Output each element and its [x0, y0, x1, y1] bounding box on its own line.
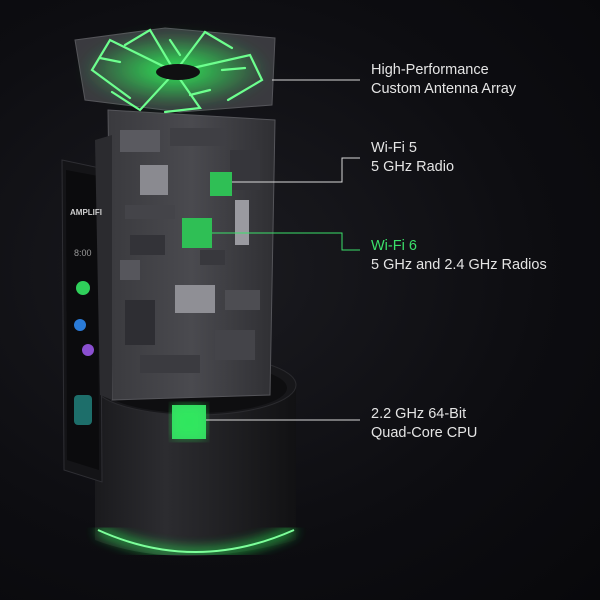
callout-line1: High-Performance [371, 62, 489, 78]
callout-line2: 5 GHz Radio [371, 159, 455, 175]
callout-wifi5: Wi-Fi 5 5 GHz Radio [371, 139, 454, 177]
brand-label: AMPLIFI [70, 208, 102, 217]
callout-line2: Custom Antenna Array [371, 81, 517, 97]
purple-status-icon [82, 344, 94, 356]
callout-lines [206, 79, 360, 421]
teal-status-icon [74, 395, 92, 425]
blue-status-icon [74, 319, 86, 331]
callout-wifi6: Wi-Fi 6 5 GHz and 2.4 GHz Radios [371, 237, 547, 275]
callout-cpu: 2.2 GHz 64-Bit Quad-Core CPU [371, 405, 477, 443]
callout-line2: 5 GHz and 2.4 GHz Radios [371, 257, 547, 273]
screen-readout: 8:00 [74, 248, 92, 258]
callout-line2: Quad-Core CPU [371, 425, 478, 441]
callout-antenna: High-Performance Custom Antenna Array [371, 61, 516, 99]
green-status-icon [76, 281, 90, 295]
antenna-array [74, 27, 276, 114]
wifi6-chip [182, 218, 212, 248]
circuit-board [95, 109, 276, 439]
wifi5-chip [210, 172, 232, 196]
callout-line1: Wi-Fi 5 [371, 140, 417, 156]
front-panel [61, 159, 103, 483]
callout-line1: 2.2 GHz 64-Bit [371, 406, 467, 422]
callout-line1: Wi-Fi 6 [371, 238, 417, 254]
